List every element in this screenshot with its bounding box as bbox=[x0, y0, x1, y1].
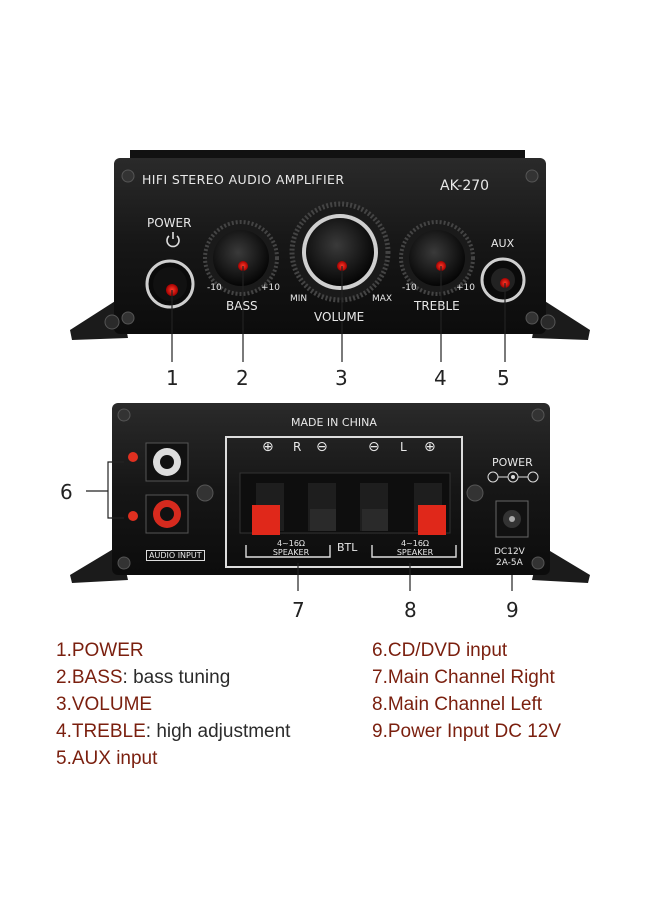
speaker-left-label: 4~16Ω SPEAKER bbox=[396, 539, 434, 557]
power-label: POWER bbox=[147, 216, 192, 230]
volume-min: MIN bbox=[290, 294, 308, 304]
aux-label: AUX bbox=[491, 237, 515, 250]
left-channel-label: L bbox=[400, 440, 407, 454]
callout-1: 1 bbox=[166, 366, 179, 390]
callout-6: 6 bbox=[60, 480, 73, 504]
left-minus-symbol: ⊖ bbox=[368, 439, 380, 455]
made-in-label: MADE IN CHINA bbox=[291, 416, 377, 429]
treble-min: -10 bbox=[402, 283, 417, 293]
bass-label: BASS bbox=[226, 299, 258, 313]
callout-8: 8 bbox=[404, 598, 417, 622]
treble-label: TREBLE bbox=[414, 299, 460, 313]
legend-item: 4.TREBLE: high adjustment bbox=[56, 721, 291, 742]
legend-item: 8.Main Channel Left bbox=[372, 694, 543, 715]
front-panel-illustration bbox=[70, 150, 590, 362]
volume-label: VOLUME bbox=[314, 310, 365, 324]
dc-voltage-label: DC12V bbox=[494, 547, 525, 557]
callout-3: 3 bbox=[335, 366, 348, 390]
legend-item: 2.BASS: bass tuning bbox=[56, 667, 231, 688]
model-number: AK-270 bbox=[440, 178, 490, 194]
bass-max: +10 bbox=[261, 283, 280, 293]
legend-item: 6.CD/DVD input bbox=[372, 640, 508, 661]
callout-9: 9 bbox=[506, 598, 519, 622]
legend-right-column: 6.CD/DVD input 7.Main Channel Right 8.Ma… bbox=[372, 640, 561, 748]
treble-max: +10 bbox=[456, 283, 475, 293]
legend-item: 9.Power Input DC 12V bbox=[372, 721, 562, 742]
legend-item: 7.Main Channel Right bbox=[372, 667, 555, 688]
back-panel-illustration bbox=[70, 403, 590, 591]
callout-4: 4 bbox=[434, 366, 447, 390]
legend-item: 5.AUX input bbox=[56, 748, 158, 769]
audio-input-label: AUDIO INPUT bbox=[146, 550, 205, 561]
legend-left-column: 1.POWER 2.BASS: bass tuning 3.VOLUME 4.T… bbox=[56, 640, 290, 775]
power-input-label: POWER bbox=[492, 456, 533, 469]
callout-7: 7 bbox=[292, 598, 305, 622]
bass-min: -10 bbox=[207, 283, 222, 293]
left-plus-symbol: ⊕ bbox=[424, 439, 436, 455]
callout-2: 2 bbox=[236, 366, 249, 390]
volume-max: MAX bbox=[372, 294, 393, 304]
btl-label: BTL bbox=[337, 541, 358, 554]
legend-item: 3.VOLUME bbox=[56, 694, 153, 715]
right-channel-label: R bbox=[293, 440, 302, 454]
legend-item: 1.POWER bbox=[56, 640, 144, 661]
callout-5: 5 bbox=[497, 366, 510, 390]
speaker-right-label: 4~16Ω SPEAKER bbox=[272, 539, 310, 557]
right-plus-symbol: ⊕ bbox=[262, 439, 274, 455]
front-title: HIFI STEREO AUDIO AMPLIFIER bbox=[142, 172, 345, 187]
dc-current-label: 2A-5A bbox=[496, 558, 523, 568]
right-minus-symbol: ⊖ bbox=[316, 439, 328, 455]
